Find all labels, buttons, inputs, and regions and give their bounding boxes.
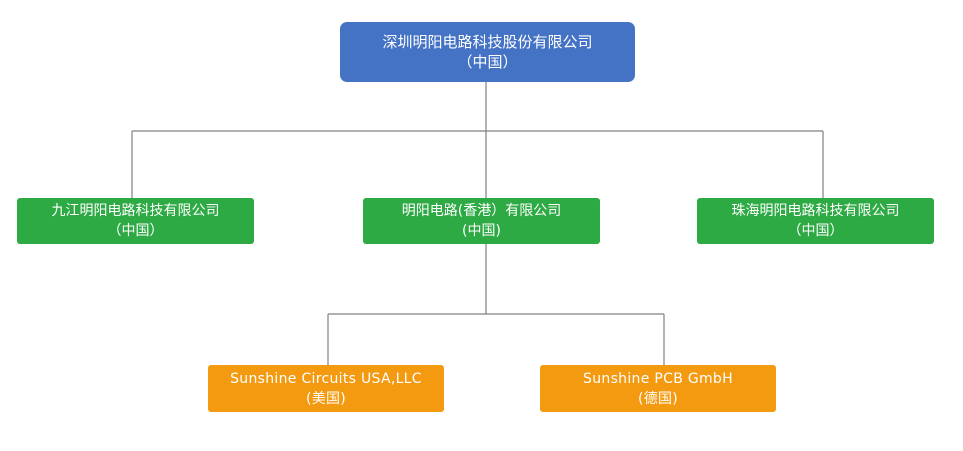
node-zhuhai-subsidiary: 珠海明阳电路科技有限公司 （中国） (697, 198, 934, 244)
node-name: Sunshine PCB GmbH (583, 370, 733, 387)
node-country: (德国) (637, 390, 679, 407)
node-country: （中国） (457, 53, 518, 71)
node-jiujiang-subsidiary: 九江明阳电路科技有限公司 （中国） (17, 198, 254, 244)
node-name: 九江明阳电路科技有限公司 (51, 203, 220, 219)
node-country: （中国） (787, 223, 844, 239)
node-name: Sunshine Circuits USA,LLC (230, 370, 422, 387)
node-shenzhen-parent: 深圳明阳电路科技股份有限公司 （中国） (340, 22, 635, 82)
node-country: (美国) (305, 390, 347, 407)
node-hongkong-subsidiary: 明阳电路(香港）有限公司 (中国) (363, 198, 600, 244)
node-country: (中国) (462, 223, 501, 239)
node-name: 深圳明阳电路科技股份有限公司 (382, 33, 593, 51)
node-name: 明阳电路(香港）有限公司 (401, 203, 562, 219)
node-germany-subsidiary: Sunshine PCB GmbH (德国) (540, 365, 776, 412)
node-usa-subsidiary: Sunshine Circuits USA,LLC (美国) (208, 365, 444, 412)
node-name: 珠海明阳电路科技有限公司 (731, 203, 900, 219)
node-country: （中国） (107, 223, 164, 239)
